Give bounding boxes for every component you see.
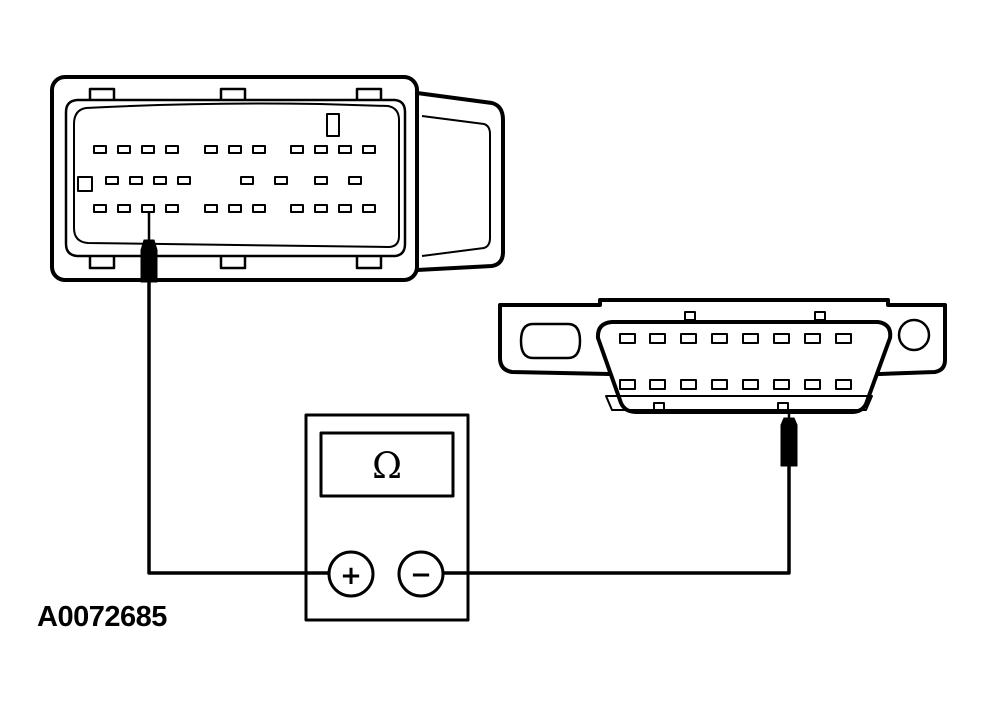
figure-id: A0072685 <box>37 601 167 633</box>
positive-sign-label: + <box>340 561 362 591</box>
negative-lead-wire <box>443 466 791 575</box>
dlc-connector <box>498 298 947 414</box>
probe-tips <box>140 239 798 467</box>
ohm-symbol: Ω <box>372 446 402 487</box>
meter-display <box>319 431 455 498</box>
test-leads <box>147 212 791 575</box>
positive-lead-wire <box>147 282 329 575</box>
module-connector <box>50 75 505 282</box>
negative-sign-label: − <box>410 560 432 590</box>
